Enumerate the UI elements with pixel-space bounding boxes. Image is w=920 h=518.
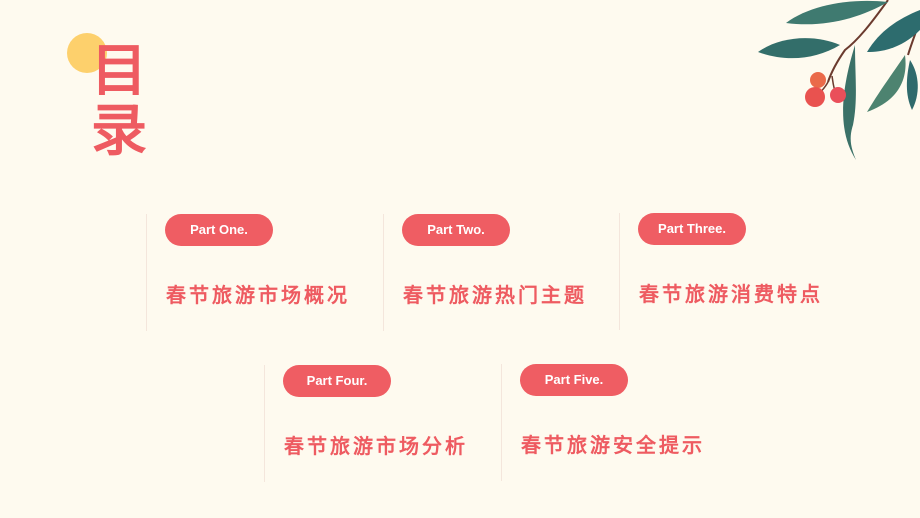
- section-heading: 春节旅游热门主题: [403, 283, 587, 307]
- section-heading: 春节旅游安全提示: [521, 433, 705, 457]
- section-card-2[interactable]: Part Two. 春节旅游热门主题: [383, 214, 619, 332]
- card-divider: [146, 214, 147, 331]
- section-heading: 春节旅游市场分析: [284, 434, 468, 458]
- page-title-char-2: 录: [91, 99, 147, 164]
- leaf-berry-branch-icon: [758, 0, 920, 160]
- section-card-1[interactable]: Part One. 春节旅游市场概况: [146, 214, 382, 332]
- part-badge: Part Two.: [402, 214, 510, 246]
- section-heading: 春节旅游市场概况: [166, 283, 350, 307]
- card-divider: [264, 365, 265, 482]
- card-divider: [501, 364, 502, 481]
- section-card-4[interactable]: Part Four. 春节旅游市场分析: [264, 365, 500, 483]
- card-divider: [619, 213, 620, 330]
- part-badge: Part One.: [165, 214, 273, 246]
- card-divider: [383, 214, 384, 331]
- section-card-5[interactable]: Part Five. 春节旅游安全提示: [501, 364, 737, 482]
- section-card-3[interactable]: Part Three. 春节旅游消费特点: [619, 213, 855, 331]
- section-heading: 春节旅游消费特点: [639, 282, 823, 306]
- page-title-char-1: 目: [91, 39, 147, 104]
- sun-circle-decoration: [67, 33, 107, 73]
- part-badge: Part Four.: [283, 365, 391, 397]
- part-badge: Part Five.: [520, 364, 628, 396]
- part-badge: Part Three.: [638, 213, 746, 245]
